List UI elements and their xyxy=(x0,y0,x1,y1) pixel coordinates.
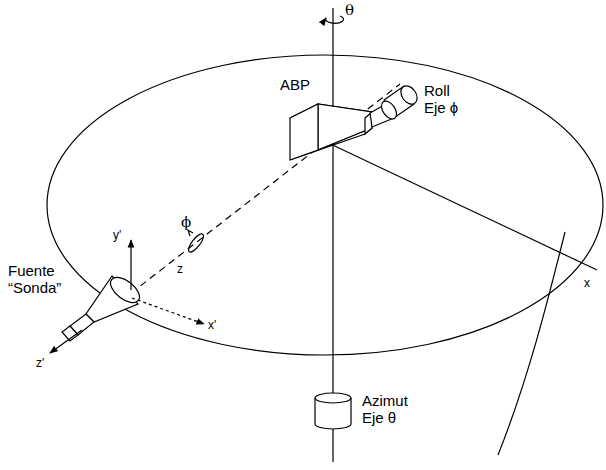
z-axis xyxy=(112,84,400,308)
axis-name: x xyxy=(584,276,598,290)
probe-horn xyxy=(62,272,144,341)
part-name: Azimut Eje θ xyxy=(362,392,424,426)
axis-name: y' xyxy=(113,228,129,242)
part-name: Fuente “Sonda” xyxy=(8,262,78,296)
abp-horn xyxy=(290,83,420,160)
axis-name: z' xyxy=(36,356,52,370)
azimuth-circle xyxy=(47,55,603,355)
y-prime-axis xyxy=(130,240,131,290)
roll-rotation-arrow xyxy=(186,232,206,254)
x-prime-axis xyxy=(132,298,204,324)
part-name: Roll Eje ϕ xyxy=(424,82,470,116)
azimuth-motor xyxy=(315,393,351,429)
meridian-arc xyxy=(498,232,565,455)
axis-name: x' xyxy=(208,318,224,332)
part-name: ABP xyxy=(280,76,320,93)
rotation-symbol: ϕ xyxy=(181,214,195,231)
z-prime-axis xyxy=(50,330,82,353)
rotation-symbol: θ xyxy=(345,2,365,19)
rotation-arrow xyxy=(326,16,344,23)
x-axis xyxy=(322,140,597,270)
axis-name: z xyxy=(177,262,191,276)
